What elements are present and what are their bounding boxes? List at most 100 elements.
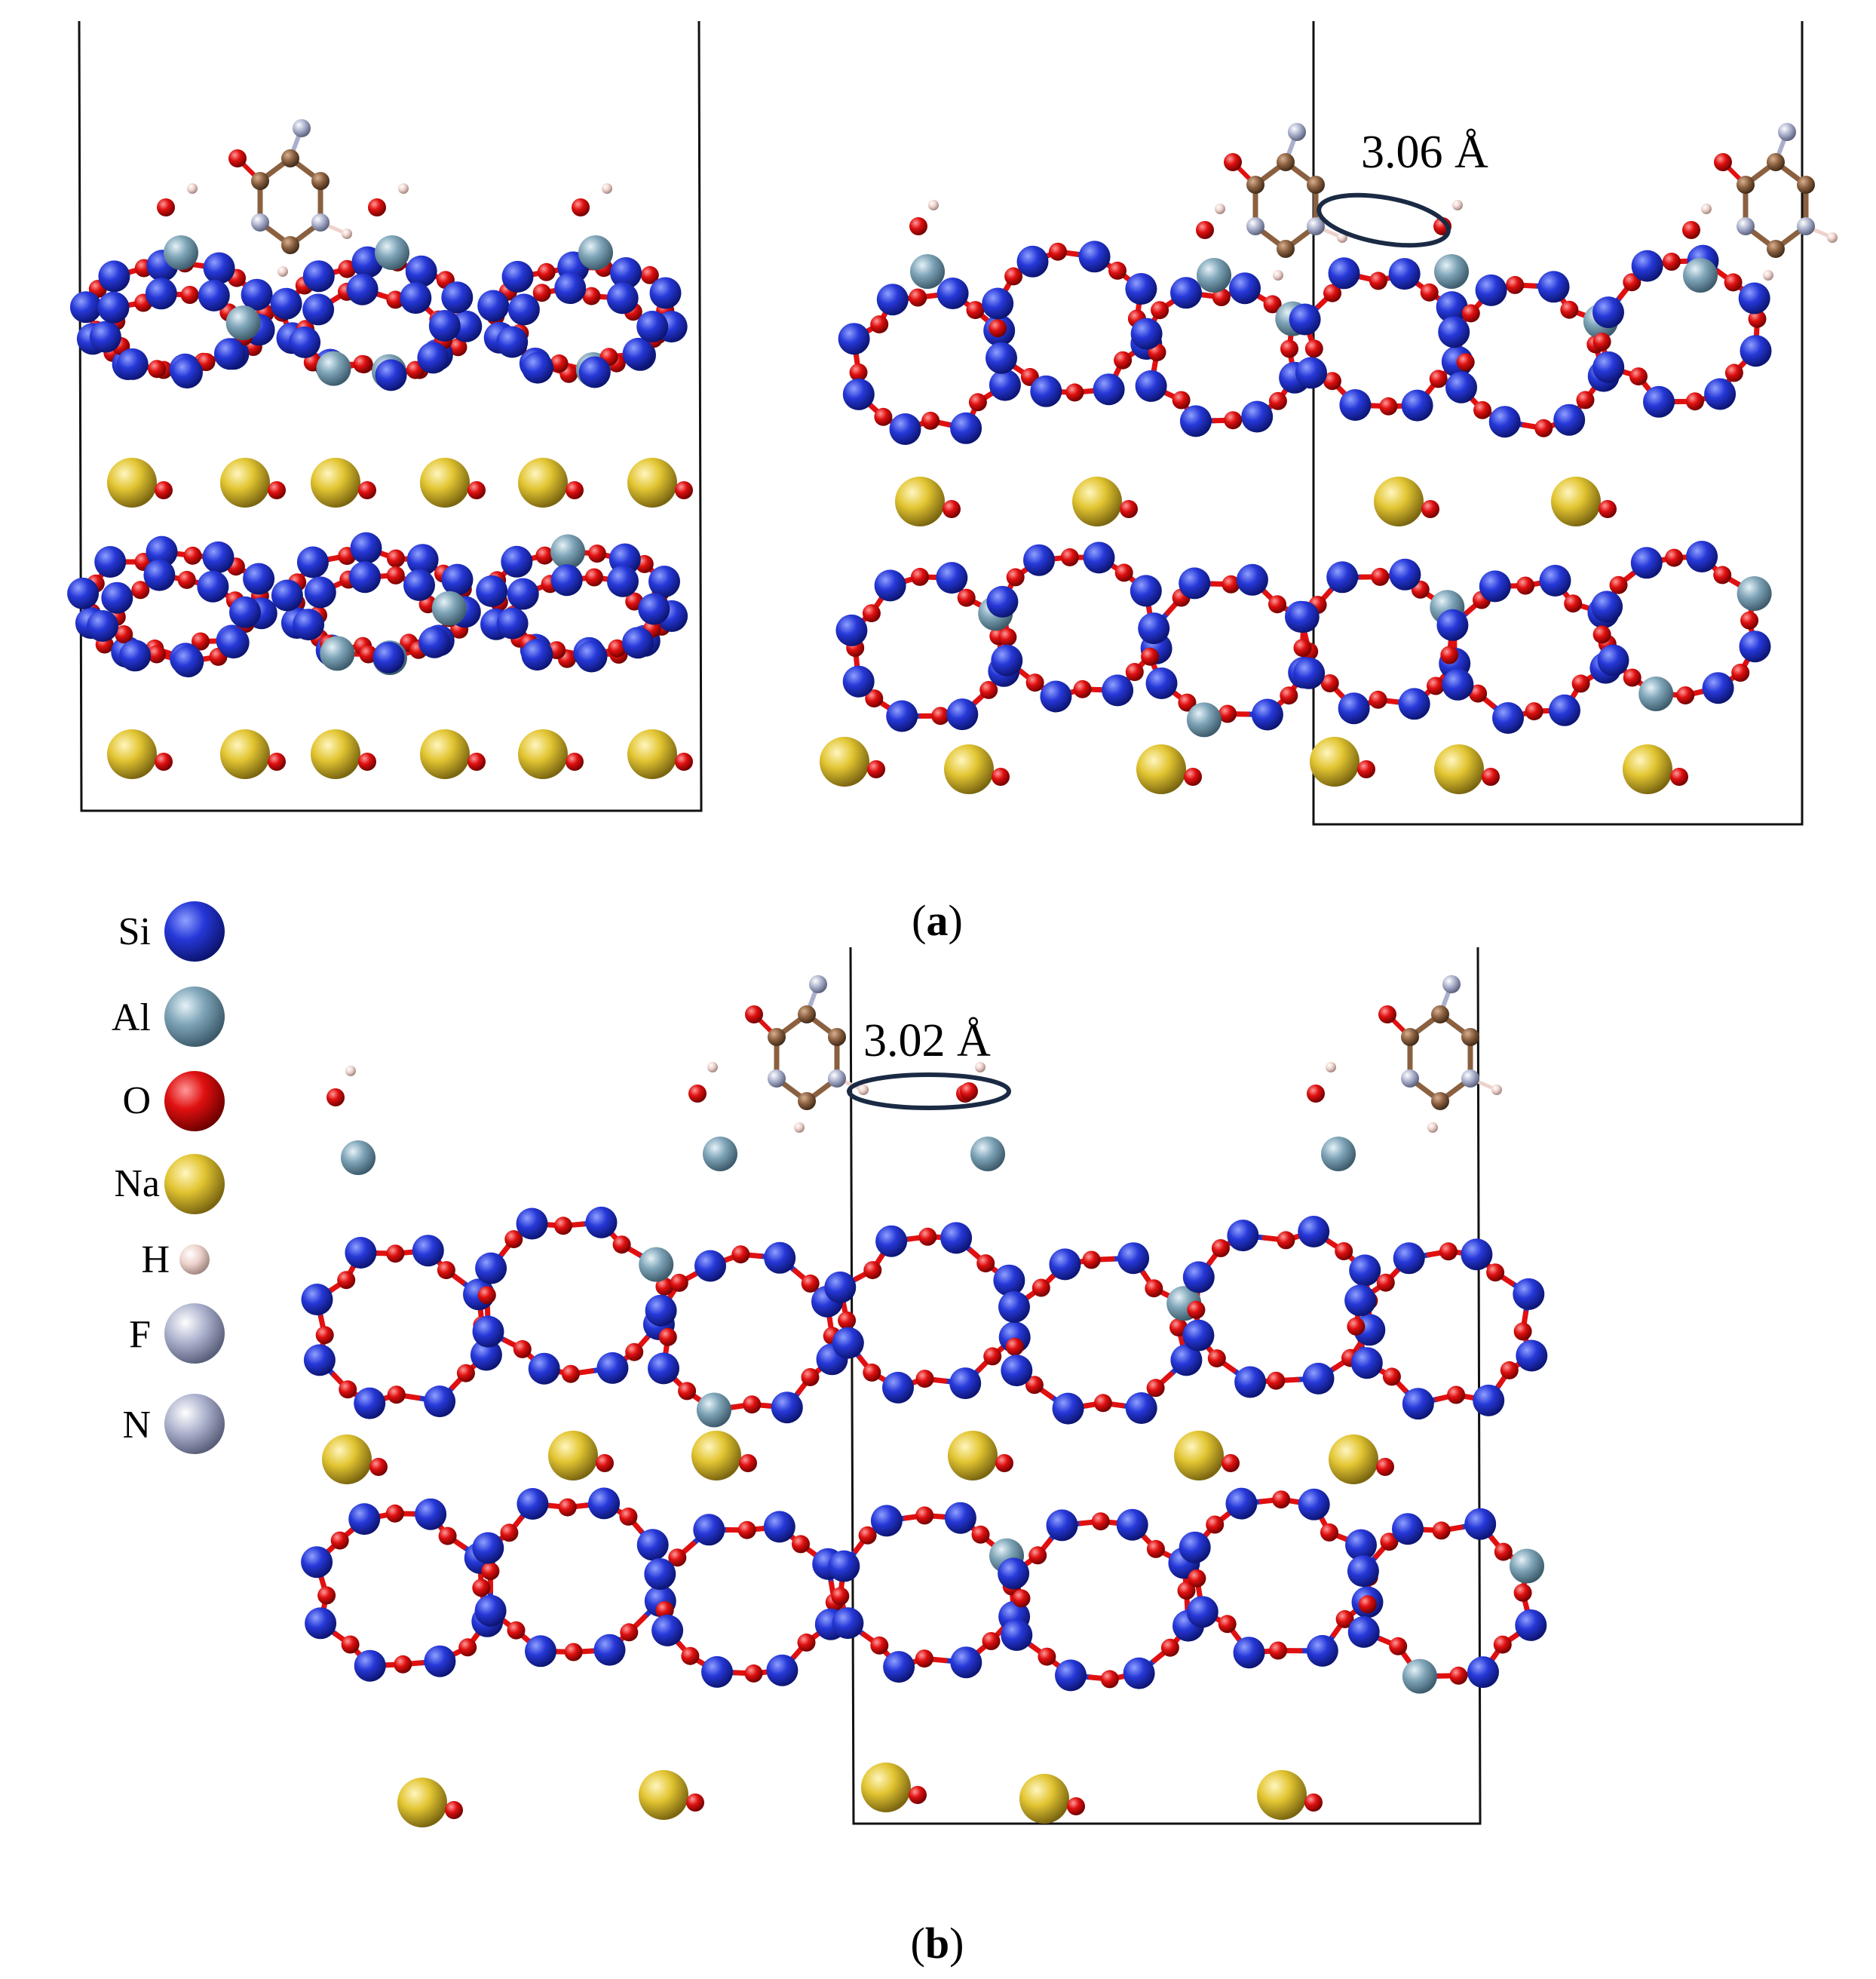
- na-atom: [220, 729, 270, 779]
- si-atom: [886, 700, 918, 732]
- o-atom: [1469, 684, 1488, 703]
- si-atom: [372, 641, 405, 673]
- o-atom: [326, 1088, 345, 1106]
- h-atom: [1326, 1062, 1336, 1072]
- panel-a-label: (a): [912, 896, 963, 945]
- si-atom: [97, 291, 130, 324]
- si-atom: [1461, 1238, 1493, 1271]
- si-atom: [1475, 274, 1507, 306]
- o-atom: [1473, 400, 1491, 419]
- panel-a-left-cell: [78, 20, 703, 812]
- o-atom: [438, 1526, 457, 1545]
- si-atom: [763, 1511, 795, 1543]
- si-atom: [1539, 564, 1571, 597]
- o-atom: [339, 1380, 357, 1399]
- na-atom: [627, 729, 677, 779]
- si-atom: [1515, 1609, 1547, 1641]
- si-atom: [1302, 1362, 1335, 1395]
- o-atom: [386, 1244, 405, 1263]
- na-atom: [1019, 1774, 1069, 1824]
- n-atom: [1307, 217, 1325, 235]
- o-atom: [863, 1261, 882, 1280]
- o-atom: [1685, 392, 1704, 411]
- o-atom: [909, 217, 927, 235]
- o-atom: [456, 1364, 475, 1382]
- o-atom: [1172, 391, 1191, 410]
- o-atom: [1493, 1635, 1512, 1654]
- si-atom: [354, 1387, 386, 1419]
- si-atom: [694, 1250, 726, 1282]
- h-atom: [1701, 204, 1712, 214]
- c-atom: [1767, 153, 1785, 171]
- si-atom: [1030, 375, 1062, 407]
- o-atom: [1432, 1521, 1451, 1540]
- si-atom: [648, 1352, 679, 1385]
- o-atom: [564, 1643, 583, 1661]
- o-atom: [1609, 575, 1628, 594]
- o-atom: [449, 338, 467, 357]
- h-atom: [1452, 200, 1463, 210]
- si-atom: [993, 1264, 1025, 1296]
- si-atom: [516, 1207, 548, 1240]
- si-atom: [119, 640, 152, 672]
- o-atom: [1389, 1637, 1408, 1655]
- si-atom: [1016, 245, 1049, 278]
- o-atom: [675, 753, 693, 771]
- na-atom: [311, 458, 360, 508]
- o-atom: [1376, 1273, 1395, 1292]
- si-atom: [1442, 668, 1474, 701]
- si-atom: [870, 1505, 903, 1537]
- legend-label-o: O: [122, 1079, 151, 1122]
- si-atom: [766, 1654, 799, 1686]
- al-atom: [431, 591, 467, 626]
- o-atom: [1151, 301, 1169, 320]
- si-atom: [94, 546, 127, 578]
- o-atom: [1005, 1337, 1024, 1356]
- o-atom: [1378, 1005, 1396, 1023]
- o-atom: [148, 360, 167, 379]
- si-atom: [1328, 257, 1360, 290]
- distance-ellipse-b: [847, 1072, 1011, 1110]
- si-atom: [693, 1514, 725, 1546]
- si-atom: [348, 1503, 381, 1536]
- o-atom: [862, 604, 881, 623]
- o-atom: [1049, 242, 1067, 261]
- si-atom: [345, 1237, 377, 1269]
- o-atom: [1380, 1533, 1399, 1551]
- o-atom: [582, 287, 601, 305]
- si-atom: [1135, 370, 1167, 402]
- si-atom: [101, 581, 133, 614]
- si-atom: [554, 272, 587, 305]
- o-atom: [1280, 686, 1298, 705]
- si-atom: [1643, 385, 1675, 418]
- legend-label-si: Si: [118, 910, 151, 953]
- si-atom: [428, 310, 461, 342]
- si-atom: [1702, 672, 1734, 704]
- na-atom: [944, 744, 994, 794]
- al-atom: [578, 235, 613, 270]
- o-atom: [1108, 261, 1127, 280]
- o-atom: [553, 1217, 572, 1235]
- o-atom: [1740, 611, 1759, 630]
- si-atom: [528, 1352, 560, 1385]
- si-atom: [1516, 1339, 1548, 1372]
- o-atom: [1358, 1595, 1377, 1614]
- o-atom: [1114, 351, 1133, 370]
- o-atom: [596, 1454, 614, 1472]
- si-atom: [1338, 692, 1370, 725]
- na-atom: [420, 729, 470, 779]
- o-atom: [1160, 1638, 1179, 1657]
- legend-label-n: N: [122, 1404, 151, 1447]
- o-atom: [566, 481, 584, 499]
- na-atom: [948, 1431, 998, 1480]
- h-atom: [928, 200, 939, 210]
- na-atom: [639, 1770, 688, 1820]
- si-atom: [648, 566, 680, 597]
- o-atom: [863, 1363, 881, 1382]
- o-atom: [870, 315, 889, 334]
- na-sphere-icon: [164, 1154, 225, 1214]
- na-atom: [1174, 1431, 1224, 1480]
- c-atom: [1431, 1005, 1449, 1023]
- si-atom: [1040, 680, 1072, 713]
- o-atom: [1114, 563, 1133, 582]
